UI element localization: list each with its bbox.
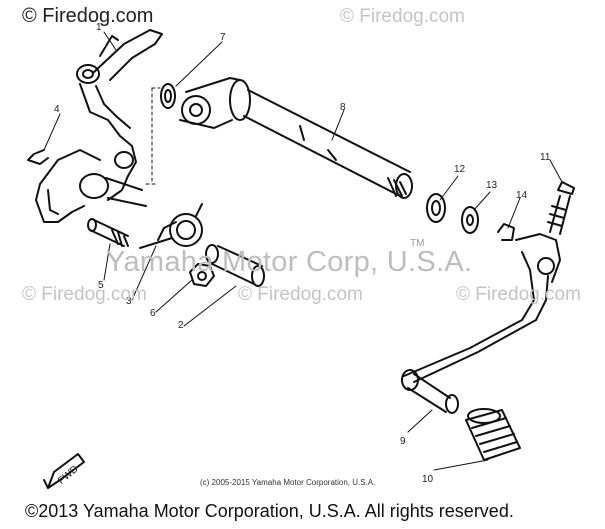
part-2-collar <box>205 244 265 287</box>
part-8-shift-shaft <box>179 77 413 199</box>
callout-1: 1 <box>96 22 102 33</box>
part-4-circlip <box>27 149 49 165</box>
callout-8: 8 <box>340 102 346 113</box>
callout-13: 13 <box>486 180 498 191</box>
callout-6: 6 <box>150 308 156 319</box>
watermark-mid-right: © Firedog.com <box>456 284 581 305</box>
callout-3: 3 <box>126 296 132 307</box>
footer-copyright: ©2013 Yamaha Motor Corporation, U.S.A. A… <box>25 501 514 521</box>
part-3-spring <box>139 203 203 249</box>
callout-10: 10 <box>422 474 434 485</box>
small-copyright: (c) 2005-2015 Yamaha Motor Corporation, … <box>200 478 376 487</box>
part-14-circlip <box>497 223 515 241</box>
trademark-mark: TM <box>410 238 425 249</box>
part-6-nut <box>189 263 215 287</box>
callout-5: 5 <box>98 280 104 291</box>
callout-14: 14 <box>516 190 528 201</box>
callout-4: 4 <box>54 104 60 115</box>
callout-7: 7 <box>220 32 226 43</box>
watermark-top-right: © Firedog.com <box>340 6 465 27</box>
callout-12: 12 <box>454 164 466 175</box>
part-1-shift-arm <box>35 29 163 223</box>
watermark-top-left: © Firedog.com <box>22 5 154 27</box>
part-10-pedal-rubber <box>465 408 521 461</box>
callout-2: 2 <box>178 320 184 331</box>
part-13-washer <box>461 206 479 234</box>
forward-arrow <box>43 453 85 489</box>
part-11-bolt <box>547 181 575 235</box>
part-5-pin <box>87 218 129 247</box>
brand-watermark: Yamaha Motor Corp, U.S.A. <box>106 246 473 278</box>
callout-11: 11 <box>540 152 551 163</box>
part-7-washer <box>160 83 176 109</box>
part-12-oil-seal <box>426 193 446 223</box>
assembly-guide-lines <box>145 87 161 185</box>
callout-9: 9 <box>400 436 406 447</box>
leader-lines <box>43 31 563 471</box>
watermark-mid-left: © Firedog.com <box>22 284 147 305</box>
part-9-shift-pedal <box>401 233 561 414</box>
watermark-mid-center: © Firedog.com <box>238 284 363 305</box>
